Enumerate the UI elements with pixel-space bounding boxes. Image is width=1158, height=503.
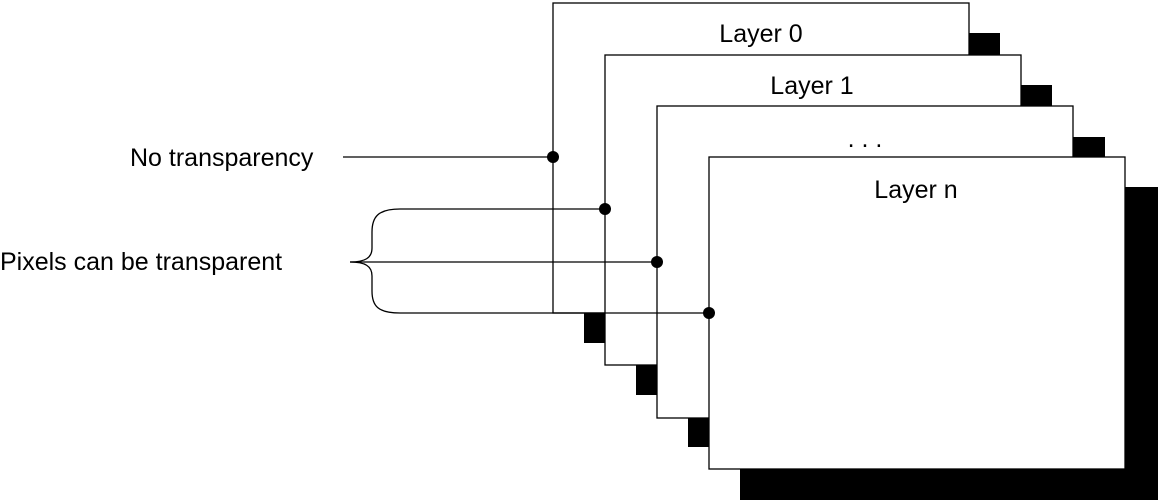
layer-dots-shadow [688, 417, 709, 447]
layer-n-frame [708, 156, 1126, 470]
layer-0-connector-dot [547, 151, 559, 163]
layer-0-shadow [968, 33, 1000, 55]
layer-n-label: Layer n [874, 176, 957, 204]
layer-dots-label: . . . [848, 125, 883, 153]
curly-brace [349, 208, 401, 314]
layer-1-shadow [1020, 85, 1052, 107]
layer-0-label: Layer 0 [719, 20, 802, 48]
layer-1-shadow [636, 365, 657, 395]
layer-dots-shadow [1073, 137, 1105, 159]
layer-0-shadow [584, 313, 605, 343]
no-transparency-annotation: No transparency [130, 144, 559, 172]
layer-n-connector-dot [703, 307, 715, 319]
no-transparency-label: No transparency [130, 144, 314, 172]
layer-n-group: Layer n [708, 156, 1158, 500]
layer-dots-connector-dot [651, 256, 663, 268]
pixels-transparent-annotation: Pixels can be transparent [0, 203, 715, 319]
layer-1-label: Layer 1 [770, 72, 853, 100]
layer-1-connector-dot [599, 203, 611, 215]
pixels-transparent-label: Pixels can be transparent [0, 248, 282, 276]
